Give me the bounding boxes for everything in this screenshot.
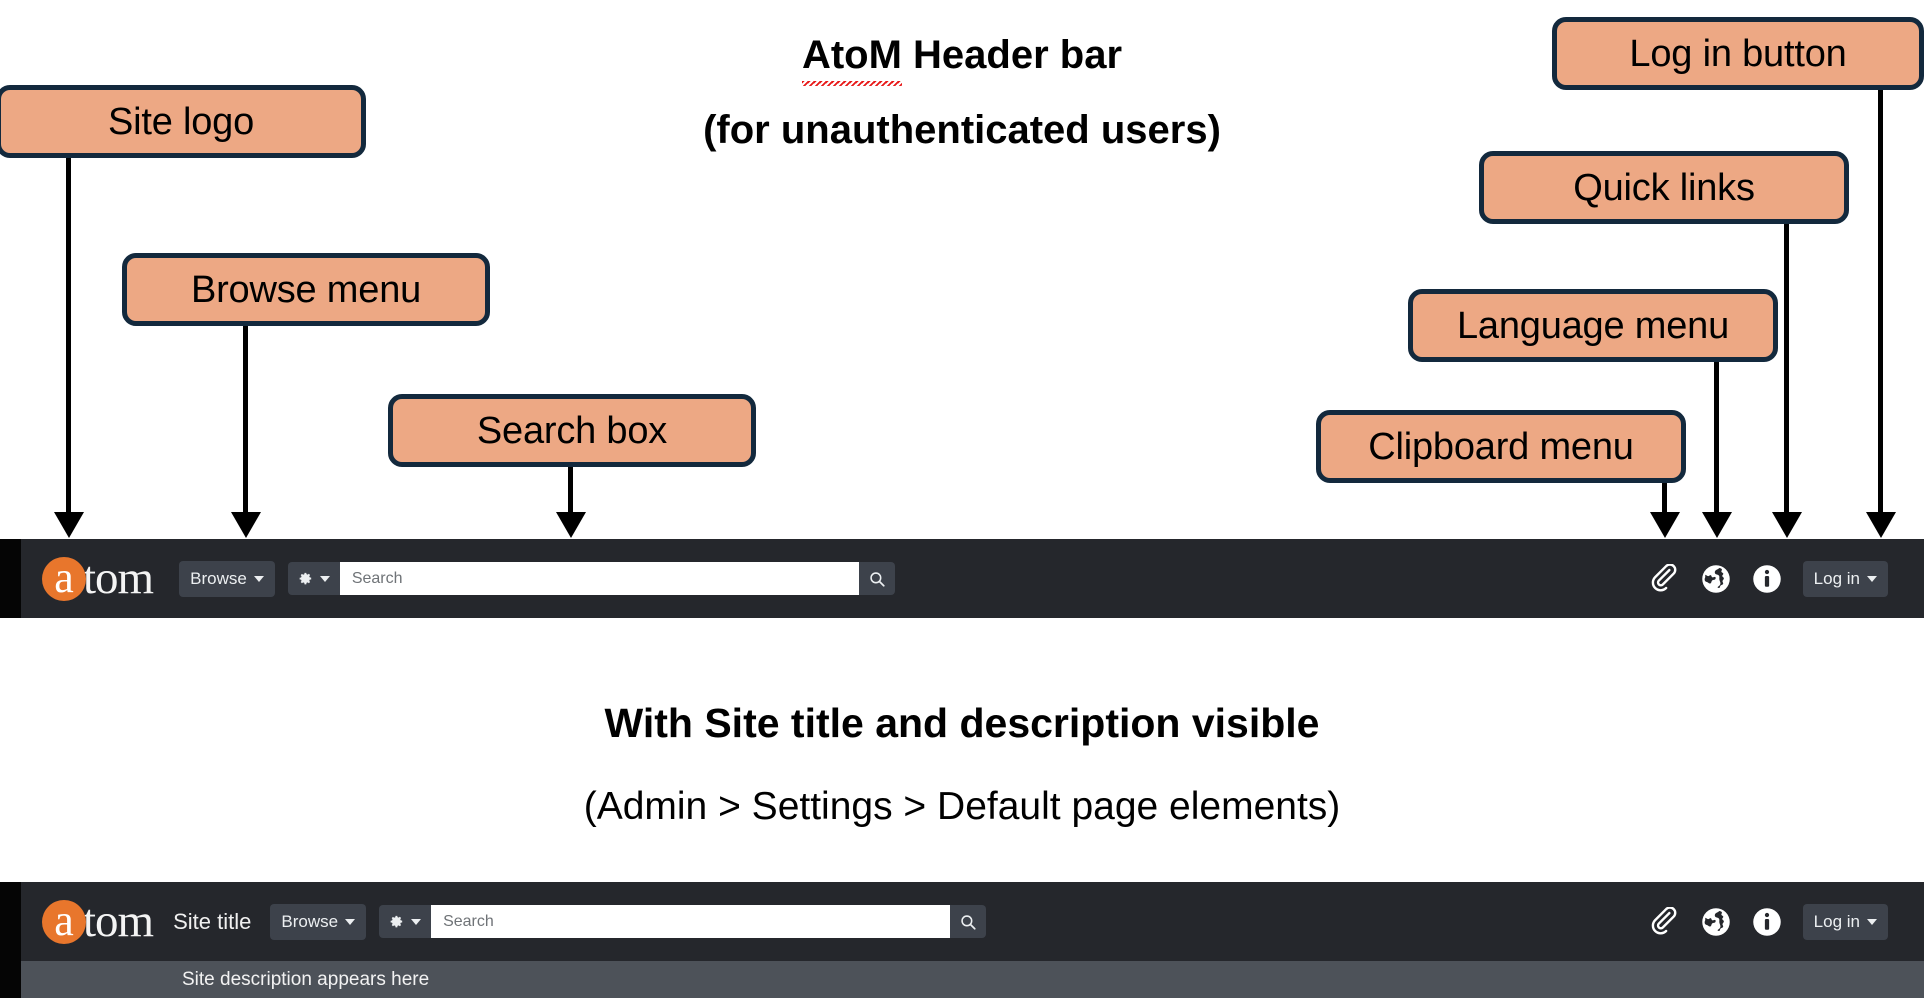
chevron-down-icon bbox=[253, 575, 264, 582]
callout-login-button: Log in button bbox=[1552, 17, 1924, 90]
leader-line-quick-links bbox=[1784, 224, 1789, 516]
callout-language-menu-label: Language menu bbox=[1456, 304, 1730, 347]
leader-line-browse-menu bbox=[243, 326, 248, 516]
callout-login-button-label: Log in button bbox=[1629, 32, 1847, 75]
atom-header-bar-with-site-title: a tom Site title Browse bbox=[0, 882, 1924, 961]
atom-header-bar-unauthenticated: a tom Browse bbox=[0, 539, 1924, 618]
leader-line-site-logo bbox=[66, 158, 71, 516]
chevron-down-icon bbox=[1867, 575, 1877, 582]
header-right-group: Log in bbox=[1650, 903, 1924, 940]
arrowhead-search-box bbox=[556, 512, 586, 538]
paperclip-icon[interactable] bbox=[1650, 906, 1680, 937]
search-settings-button[interactable] bbox=[379, 905, 432, 938]
callout-search-box: Search box bbox=[388, 394, 756, 467]
page-title-spellchecked-word: AtoM bbox=[801, 33, 902, 86]
callout-search-box-label: Search box bbox=[476, 409, 668, 452]
leader-line-language-menu bbox=[1714, 362, 1719, 516]
bar-left-edge bbox=[0, 539, 21, 618]
callout-browse-menu-label: Browse menu bbox=[190, 268, 422, 311]
bar-left-edge bbox=[0, 961, 21, 998]
search-submit-button[interactable] bbox=[858, 562, 895, 595]
browse-menu-button[interactable]: Browse bbox=[179, 560, 275, 597]
arrowhead-language-menu bbox=[1702, 512, 1732, 538]
search-box bbox=[379, 905, 987, 938]
login-button[interactable]: Log in bbox=[1802, 903, 1888, 940]
callout-clipboard-menu-label: Clipboard menu bbox=[1368, 425, 1634, 468]
site-description-bar: Site description appears here bbox=[0, 961, 1924, 998]
logo-wordmark: tom bbox=[83, 895, 154, 947]
site-title: Site title bbox=[173, 908, 252, 934]
globe-icon[interactable] bbox=[1701, 907, 1731, 937]
callout-language-menu: Language menu bbox=[1408, 289, 1778, 362]
search-icon bbox=[870, 571, 885, 587]
logo-circle-icon: a bbox=[42, 552, 86, 602]
globe-icon[interactable] bbox=[1701, 564, 1731, 594]
bar-left-edge bbox=[0, 882, 21, 961]
arrowhead-clipboard-menu bbox=[1650, 512, 1680, 538]
logo-circle-icon: a bbox=[42, 895, 86, 945]
login-button[interactable]: Log in bbox=[1802, 560, 1888, 597]
site-logo[interactable]: a tom bbox=[42, 552, 154, 604]
info-circle-icon[interactable] bbox=[1752, 564, 1782, 594]
page-title: AtoM Header bar bbox=[0, 33, 1924, 86]
callout-browse-menu: Browse menu bbox=[122, 253, 490, 326]
search-input[interactable] bbox=[431, 905, 951, 938]
browse-menu-label: Browse bbox=[281, 911, 339, 931]
page-subtitle: (for unauthenticated users) bbox=[703, 108, 1221, 152]
site-logo[interactable]: a tom bbox=[42, 895, 154, 947]
chevron-down-icon bbox=[411, 918, 422, 925]
header-right-group: Log in bbox=[1650, 560, 1924, 597]
arrowhead-quick-links bbox=[1772, 512, 1802, 538]
search-settings-button[interactable] bbox=[287, 562, 340, 595]
callout-quick-links: Quick links bbox=[1479, 151, 1849, 224]
search-submit-button[interactable] bbox=[950, 905, 987, 938]
login-button-label: Log in bbox=[1813, 911, 1860, 931]
leader-line-login-button bbox=[1878, 90, 1883, 516]
browse-menu-label: Browse bbox=[190, 568, 247, 588]
login-button-label: Log in bbox=[1813, 568, 1860, 588]
section2-title: With Site title and description visible bbox=[604, 700, 1320, 746]
section2-subtitle: (Admin > Settings > Default page element… bbox=[583, 785, 1341, 828]
arrowhead-login-button bbox=[1866, 512, 1896, 538]
logo-letter: a bbox=[54, 895, 74, 945]
logo-letter: a bbox=[54, 552, 74, 602]
callout-site-logo: Site logo bbox=[0, 85, 366, 158]
callout-clipboard-menu: Clipboard menu bbox=[1316, 410, 1686, 483]
arrowhead-browse-menu bbox=[231, 512, 261, 538]
leader-line-search-box bbox=[568, 467, 573, 516]
arrowhead-site-logo bbox=[54, 512, 84, 538]
callout-quick-links-label: Quick links bbox=[1573, 166, 1755, 209]
gear-icon bbox=[299, 572, 311, 585]
chevron-down-icon bbox=[345, 918, 356, 925]
leader-line-clipboard-menu bbox=[1662, 483, 1667, 516]
paperclip-icon[interactable] bbox=[1650, 563, 1680, 594]
search-input[interactable] bbox=[339, 562, 859, 595]
info-circle-icon[interactable] bbox=[1752, 907, 1782, 937]
callout-site-logo-label: Site logo bbox=[107, 100, 255, 143]
gear-icon bbox=[390, 915, 403, 928]
search-box bbox=[287, 562, 895, 595]
site-description-text: Site description appears here bbox=[182, 968, 430, 990]
chevron-down-icon bbox=[1867, 918, 1877, 925]
logo-wordmark: tom bbox=[83, 552, 154, 604]
search-icon bbox=[961, 914, 976, 930]
page-title-rest: Header bar bbox=[901, 33, 1123, 77]
browse-menu-button[interactable]: Browse bbox=[270, 903, 367, 940]
chevron-down-icon bbox=[319, 575, 330, 582]
